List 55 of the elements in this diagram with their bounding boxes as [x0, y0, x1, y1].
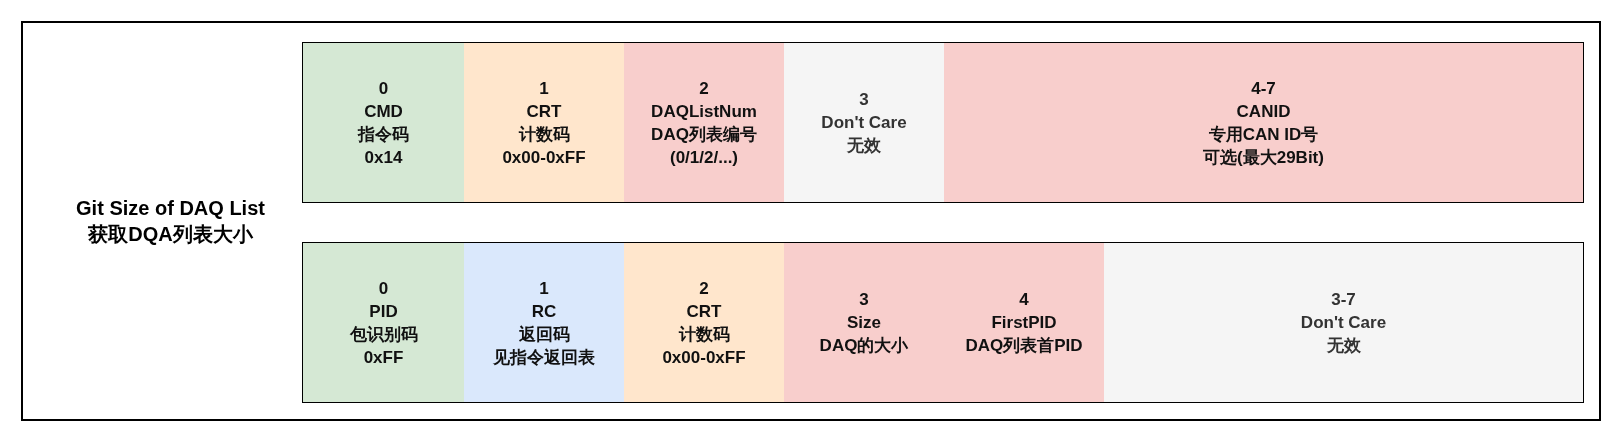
cell-text: 可选(最大29Bit) [1203, 146, 1324, 169]
cell-text: 0x14 [364, 146, 403, 169]
cell-text: 返回码 [518, 323, 570, 346]
cell-text: 3-7 [1331, 289, 1356, 311]
field-cell [624, 243, 784, 402]
cell-text: 包识别码 [349, 323, 418, 346]
cell-text: CRT [526, 100, 562, 123]
field-cell [303, 43, 464, 202]
cell-text: CMD [364, 100, 403, 123]
frame-row [302, 242, 1584, 403]
cell-text: (0/1/2/...) [670, 146, 738, 169]
frame-label: Git Size of DAQ List 获取DQA列表大小 [75, 196, 266, 247]
cell-text: 专用CAN ID号 [1208, 123, 1319, 146]
field-cell [784, 243, 944, 402]
cell-text: 2 [699, 77, 709, 100]
cell-text: 指令码 [358, 123, 409, 146]
cell-text: RC [531, 300, 557, 323]
cell-text: 见指令返回表 [493, 346, 595, 369]
cell-text: 1 [539, 77, 549, 100]
field-cell [944, 43, 1583, 202]
field-cell [944, 243, 1104, 402]
cell-text: 0 [378, 77, 389, 100]
cell-text: 4 [1019, 289, 1029, 311]
cell-text: 无效 [1326, 335, 1361, 357]
diagram-frame [21, 21, 1601, 421]
cell-text: 0x00-0xFF [502, 146, 586, 169]
cell-text: Don't Care [1300, 312, 1387, 334]
field-cell [784, 43, 944, 202]
cell-text: 2 [699, 277, 709, 300]
cell-text: PID [369, 300, 398, 323]
field-cell [624, 43, 784, 202]
cell-text: DAQ列表首PID [965, 335, 1083, 357]
field-cell [464, 43, 624, 202]
cell-text: FirstPID [991, 312, 1057, 334]
cell-text: 3 [859, 289, 869, 311]
cell-text: DAQ的大小 [819, 335, 909, 357]
cell-text: CRT [686, 300, 722, 323]
frame-row [302, 42, 1584, 203]
cell-text: DAQListNum [651, 100, 757, 123]
field-cell [1104, 243, 1583, 402]
cell-text: 无效 [847, 135, 881, 157]
cell-text: 1 [539, 277, 549, 300]
field-cell [303, 243, 464, 402]
cell-text: 4-7 [1251, 77, 1276, 100]
cell-text: Size [847, 312, 881, 334]
cell-text: 0xFF [363, 346, 404, 369]
cell-text: 0 [378, 277, 389, 300]
cell-text: Don't Care [821, 112, 907, 134]
cell-text: 3 [859, 89, 869, 111]
cell-text: CANID [1236, 100, 1291, 123]
cell-text: 0x00-0xFF [662, 346, 746, 369]
field-cell [464, 243, 624, 402]
cell-text: DAQ列表编号 [651, 123, 757, 146]
cell-text: 计数码 [518, 123, 570, 146]
cell-text: 计数码 [678, 323, 730, 346]
